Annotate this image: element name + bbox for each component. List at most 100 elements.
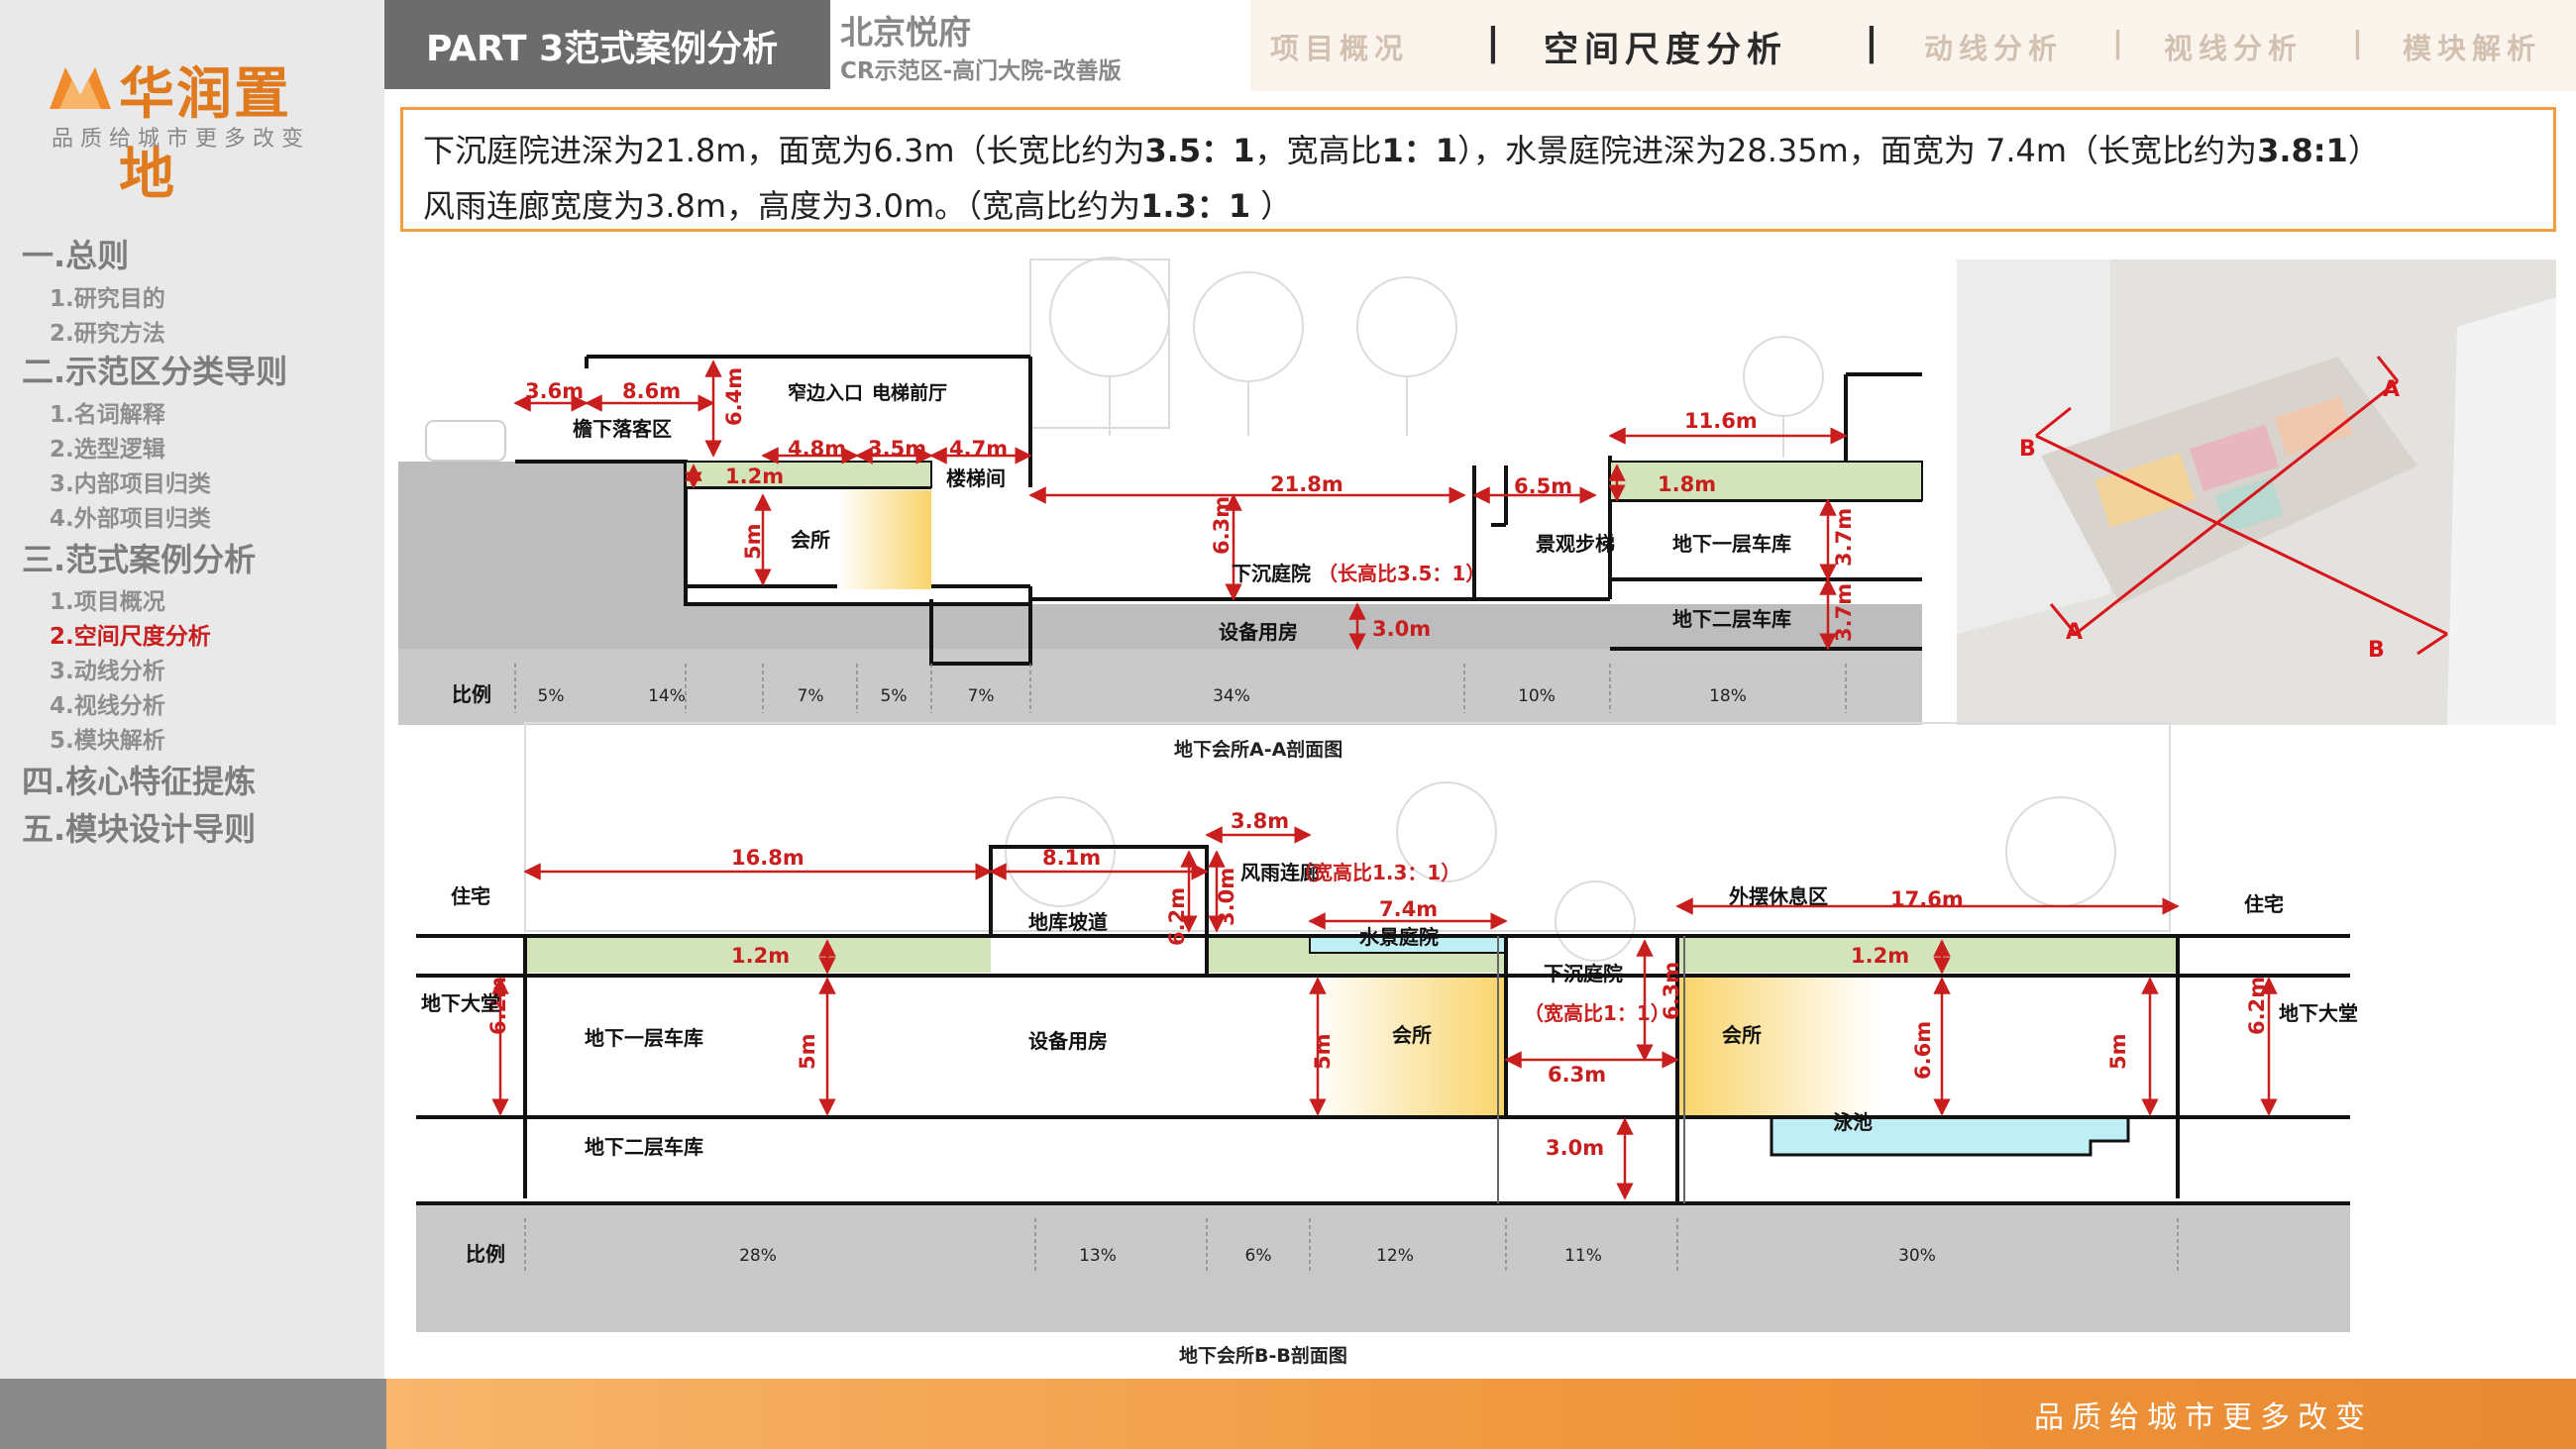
tab-separator: | [2352,26,2363,60]
ratio-value: 14% [648,686,686,706]
nav-section-5[interactable]: 五.模块设计导则 [22,810,257,848]
dim-label: 5m [796,1034,819,1071]
dim-label: 8.1m [1042,846,1101,870]
nav-item[interactable]: 3.内部项目归类 [50,471,211,497]
tab-module[interactable]: 模块解析 [2403,32,2542,65]
nav-item[interactable]: 2.选型逻辑 [50,437,165,463]
background-trees [1029,257,1824,458]
section-aa-caption: 地下会所A-A剖面图 [1174,739,1343,761]
summary-text: ，宽高比 [1254,132,1382,169]
area-label: 地下二层车库 [1672,607,1791,631]
tab-separator: | [1486,20,1500,63]
section-mark: A [2066,620,2083,645]
section-bb-labels: 住宅 住宅 地下大堂 地下大堂 地下一层车库 地下二层车库 地库坡道 设备用房 … [421,861,2358,1266]
area-label: 地库坡道 [1028,910,1108,934]
area-label: （宽高比1.3：1） [1293,861,1460,884]
dim-label: 1.2m [1851,944,1909,968]
section-mark: B [2368,638,2385,663]
dim-label: 3.0m [1546,1136,1604,1160]
area-label: 楼梯间 [946,466,1006,490]
section-mark: A [2383,377,2400,402]
pool [1770,1115,2130,1157]
dim-label: 1.2m [725,465,784,488]
area-label: 地下一层车库 [585,1026,703,1050]
dim-label: 3.6m [525,379,584,403]
logo-brand: 华润置地 [119,62,291,207]
area-label: 会所 [1722,1023,1762,1047]
dim-label: 1.8m [1658,472,1716,496]
area-label: 住宅 [2244,892,2284,916]
ratio-value: 13% [1079,1246,1117,1266]
footer-slogan: 品质给城市更多改变 [2034,1400,2373,1435]
section-bb [416,722,2350,1332]
ratio-value: 34% [1213,686,1250,706]
sidebar [0,0,384,1449]
nav-section-4[interactable]: 四.核心特征提炼 [22,763,257,800]
ratio-value: 10% [1518,686,1556,706]
roof-slab [685,461,932,488]
logo: 华润置地 品质给城市更多改变 [50,50,347,207]
nav-item-active[interactable]: 2.空间尺度分析 [50,624,211,650]
dim-label: 6.2m [486,977,510,1035]
part-title-bar: PART 3范式案例分析 [384,0,830,89]
nav-item[interactable]: 1.研究目的 [50,286,165,312]
summary-ratio: 1.3：1 [1140,187,1251,225]
tab-overview[interactable]: 项目概况 [1270,32,1410,65]
dim-label: 3.7m [1832,583,1856,642]
dim-label: 5m [2106,1034,2130,1071]
footer-bar: 品质给城市更多改变 [386,1379,2576,1449]
ratio-value: 18% [1709,686,1747,706]
area-label: 泳池 [1833,1110,1873,1134]
area-label: 风雨连廊 [1240,861,1320,884]
area-label: 电梯前厅 [872,381,947,404]
ratio-label: 比例 [466,1242,505,1266]
area-label: 窄边入口 [788,381,863,404]
ratio-label: 比例 [452,682,491,706]
nav-item[interactable]: 1.项目概况 [50,589,165,615]
key-plan-view: B A A B [1957,259,2556,725]
nav-section-1[interactable]: 一.总则 [22,237,130,274]
dim-label: 6.5m [1514,474,1572,498]
summary-line-1: 下沉庭院进深为21.8m，面宽为6.3m（长宽比约为3.5：1，宽高比1：1），… [423,126,2380,171]
dim-label: 6.6m [1911,1021,1935,1080]
logo-mark-icon [50,67,111,109]
ratio-value: 5% [538,686,565,706]
area-label: （宽高比1：1） [1524,1001,1670,1025]
summary-text: 风雨连廊宽度为3.8m，高度为3.0m。（宽高比约为 [423,187,1141,225]
tab-separator: | [2112,26,2123,60]
nav-item[interactable]: 2.研究方法 [50,321,165,347]
nav-item[interactable]: 3.动线分析 [50,659,165,684]
dim-label: 17.6m [1890,887,1964,911]
area-label: 下沉庭院 [1544,962,1623,985]
tab-circulation[interactable]: 动线分析 [1924,32,2064,65]
tab-space-scale[interactable]: 空间尺度分析 [1544,31,1788,70]
dim-label: 7.4m [1379,897,1438,921]
area-label: 水景庭院 [1359,925,1439,949]
nav-item[interactable]: 1.名词解释 [50,402,165,428]
dim-label: 4.8m [788,437,846,461]
area-label: 下沉庭院 [1232,562,1311,585]
roof-slab [1677,936,2178,973]
dim-label: 6.3m [1548,1063,1606,1087]
dim-label: 3.7m [1832,508,1856,567]
ratio-value: 28% [739,1246,777,1266]
part-title: PART 3范式案例分析 [426,29,779,69]
nav-section-2[interactable]: 二.示范区分类导则 [22,353,288,390]
dim-label: 3.8m [1231,809,1289,833]
nav-item[interactable]: 5.模块解析 [50,728,165,754]
nav-item[interactable]: 4.外部项目归类 [50,506,211,532]
ratio-value: 12% [1376,1246,1414,1266]
dim-label: 6.3m [1660,962,1683,1020]
area-label: 景观步梯 [1536,532,1615,556]
nav-item[interactable]: 4.视线分析 [50,693,165,719]
footer-left [0,1379,386,1449]
dim-label: 1.2m [731,944,790,968]
area-label: 设备用房 [1028,1029,1108,1053]
area-label: 会所 [1392,1023,1432,1047]
area-label: 住宅 [451,884,490,908]
area-label: 会所 [791,528,830,552]
tab-sightline[interactable]: 视线分析 [2164,32,2304,65]
nav-section-3[interactable]: 三.范式案例分析 [22,541,257,578]
section-aa [398,257,1923,725]
project-subtitle: CR示范区-高门大院-改善版 [840,58,1122,84]
